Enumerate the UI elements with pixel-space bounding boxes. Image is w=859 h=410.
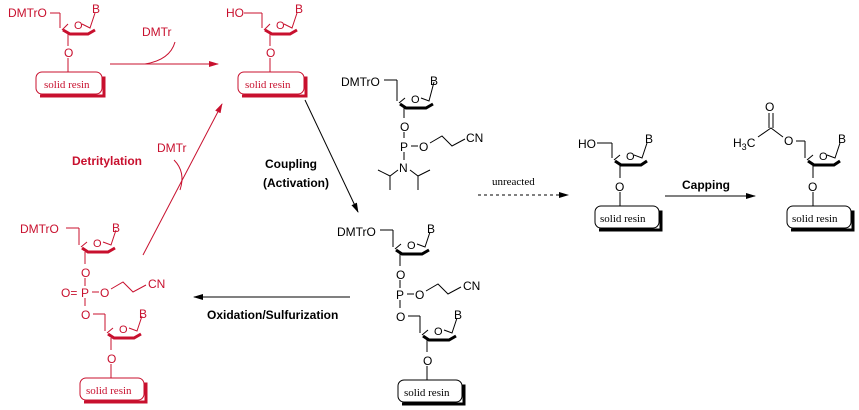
ho-label: HO (578, 137, 596, 151)
ring-o-label: O (819, 151, 828, 163)
base-label: B (838, 132, 846, 146)
base-label: B (139, 307, 147, 321)
dmtr-leaving-curve (144, 41, 176, 65)
unreacted-label: unreacted (492, 176, 535, 188)
molecule-phosphite-dimer (380, 229, 466, 406)
o-label: O (415, 288, 424, 302)
n-label: N (399, 161, 408, 175)
o-label: O (396, 268, 405, 282)
dmtro-label: DMTrO (20, 222, 59, 236)
p-label: P (400, 140, 408, 154)
o-label: O (81, 308, 90, 322)
molecule-dmtr-nucleoside-resin (35, 12, 106, 98)
o-label: O (808, 180, 817, 194)
molecule-phosphoramidite (377, 79, 466, 190)
cn-label: CN (148, 277, 165, 291)
cn-label: CN (463, 279, 480, 293)
base-label: B (295, 2, 303, 16)
o-double-bond-label: O= (61, 286, 77, 300)
base-label: B (92, 2, 100, 16)
base-label: B (427, 222, 435, 236)
activation-label: (Activation) (263, 176, 329, 190)
ring-o-label: O (411, 94, 420, 106)
o-label: O (396, 310, 405, 324)
detritylation-arrow (142, 103, 223, 256)
o-label: O (266, 46, 275, 60)
solid-resin-label: solid resin (404, 387, 450, 399)
o-label: O (615, 180, 624, 194)
solid-resin-label: solid resin (600, 213, 646, 225)
ho-label: HO (226, 6, 244, 20)
dmtr-leaving-label-top: DMTr (142, 25, 172, 39)
ring-o-label: O (119, 324, 128, 336)
solid-resin-label: solid resin (245, 79, 291, 91)
dmtro-label: DMTrO (341, 75, 380, 89)
molecule-5oh-nucleoside-resin (237, 12, 308, 98)
solid-resin-label: solid resin (44, 79, 90, 91)
base-label: B (112, 221, 120, 235)
molecule-unreacted-resin (594, 142, 663, 232)
carbonyl-o-label: O (765, 100, 774, 114)
o-label: O (400, 120, 409, 134)
base-label: B (454, 308, 462, 322)
ester-o-label: O (784, 134, 793, 148)
detritylation-label: Detritylation (72, 154, 142, 168)
solid-resin-label: solid resin (792, 213, 838, 225)
ring-o-label: O (434, 326, 443, 338)
cn-label: CN (466, 131, 483, 145)
base-label: B (430, 74, 438, 88)
ring-o-label: O (407, 240, 416, 252)
molecule-capped-resin (757, 113, 855, 232)
h3c-label: H3C (733, 136, 756, 152)
dmtr-leaving-curve (173, 159, 183, 191)
o-label: O (81, 266, 90, 280)
ring-o-label: O (276, 20, 285, 32)
ring-o-label: O (74, 20, 83, 32)
coupling-arrow (304, 99, 359, 213)
ring-o-label: O (93, 238, 102, 250)
oxidation-label: Oxidation/Sulfurization (207, 308, 338, 322)
coupling-label: Coupling (265, 157, 317, 171)
ring-o-label: O (626, 151, 635, 163)
o-label: O (423, 354, 432, 368)
dmtr-leaving-label: DMTr (157, 141, 187, 155)
p-label: P (81, 286, 89, 300)
o-label: O (100, 286, 109, 300)
capping-label: Capping (682, 178, 730, 192)
p-label: P (396, 288, 404, 302)
dmtro-label: DMTrO (337, 225, 376, 239)
base-label: B (645, 132, 653, 146)
dmtro-label: DMTrO (8, 6, 47, 20)
o-label: O (419, 140, 428, 154)
solid-resin-label: solid resin (86, 385, 132, 397)
o-label: O (107, 352, 116, 366)
o-label: O (64, 46, 73, 60)
molecule-phosphate-dimer (66, 227, 148, 404)
